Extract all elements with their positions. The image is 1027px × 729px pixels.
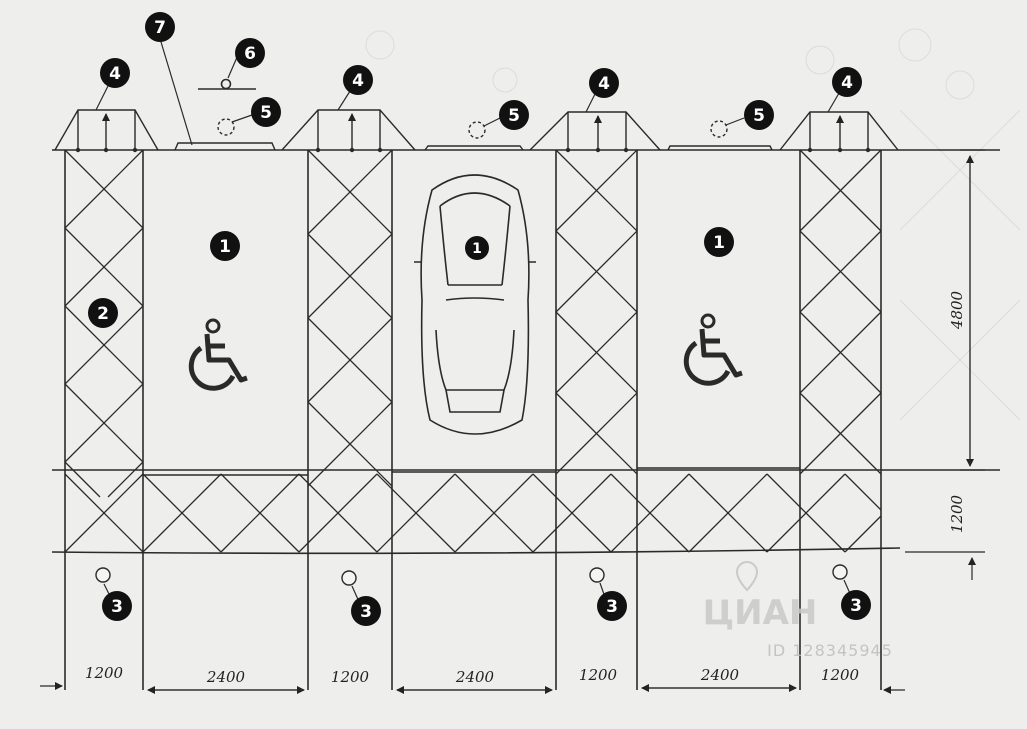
parking-frame: [51, 149, 1000, 690]
dim-bottom-2: 2400: [206, 668, 246, 686]
marker-5: 5: [499, 100, 529, 130]
dim-bottom-7: 1200: [821, 666, 860, 684]
marker-6: 6: [235, 38, 265, 68]
marker-1: 1: [465, 236, 489, 260]
dim-bottom-3: 1200: [331, 668, 370, 686]
dim-bottom-6: 2400: [700, 666, 740, 684]
marker-label: 7: [154, 18, 166, 38]
hatch-strip-4: [799, 149, 882, 475]
hatch-bottom-band: [64, 473, 882, 553]
marker-group: 1 1 1 2 3 3 3 3 4 4 4 4 5 5 5 6 7: [88, 12, 871, 626]
dim-right-2: 1200: [948, 494, 966, 533]
wheelchair-icon: [686, 315, 742, 383]
hatch-strip-3: [555, 149, 638, 475]
marker-label: 4: [109, 64, 121, 84]
marker-4: 4: [343, 65, 373, 95]
bollard-group: [95, 564, 848, 586]
marker-label: 5: [260, 103, 272, 123]
dim-right-1: 4800: [948, 290, 966, 330]
marker-3: 3: [102, 591, 132, 621]
marker-label: 3: [606, 597, 618, 617]
background-texture: [365, 28, 1021, 421]
marker-label: 2: [97, 304, 109, 324]
marker-label: 4: [841, 73, 853, 93]
marker-2: 2: [88, 298, 118, 328]
dim-bottom-5: 1200: [579, 666, 618, 684]
marker-4: 4: [100, 58, 130, 88]
wheelchair-icon: [191, 320, 247, 388]
marker-3: 3: [597, 591, 627, 621]
marker-label: 5: [753, 106, 765, 126]
marker-5: 5: [251, 97, 281, 127]
marker-label: 3: [111, 597, 123, 617]
ramp-group: [54, 109, 899, 151]
marker-label: 1: [713, 233, 725, 253]
watermark-brand: ЦИАН: [703, 593, 818, 633]
dim-bottom-4: 2400: [455, 668, 495, 686]
leader-lines: [95, 31, 853, 605]
car-illustration: [414, 174, 536, 435]
dim-bottom-1: 1200: [85, 664, 124, 682]
hatch-strip-2: [307, 149, 393, 487]
hatch-strip-1: [64, 149, 144, 498]
marker-label: 1: [219, 237, 231, 257]
map-pin-icon: [735, 561, 759, 592]
watermark: ЦИАН ID 128345945: [703, 561, 893, 660]
marker-7: 7: [145, 12, 175, 42]
marker-4: 4: [589, 68, 619, 98]
ramp-dots: [75, 147, 871, 153]
marker-4: 4: [832, 67, 862, 97]
lamp-post-group: [217, 118, 728, 139]
marker-label: 4: [598, 74, 610, 94]
marker-3: 3: [841, 590, 871, 620]
marker-label: 6: [244, 44, 256, 64]
marker-label: 3: [850, 596, 862, 616]
marker-1: 1: [704, 227, 734, 257]
marker-3: 3: [351, 596, 381, 626]
marker-label: 1: [472, 241, 482, 257]
marker-label: 5: [508, 106, 520, 126]
marker-label: 4: [352, 71, 364, 91]
watermark-id: ID 128345945: [767, 641, 893, 660]
marker-label: 3: [360, 602, 372, 622]
marker-5: 5: [744, 100, 774, 130]
marker-1: 1: [210, 231, 240, 261]
dimension-lines: [40, 149, 985, 694]
bench-symbol: [198, 78, 256, 90]
